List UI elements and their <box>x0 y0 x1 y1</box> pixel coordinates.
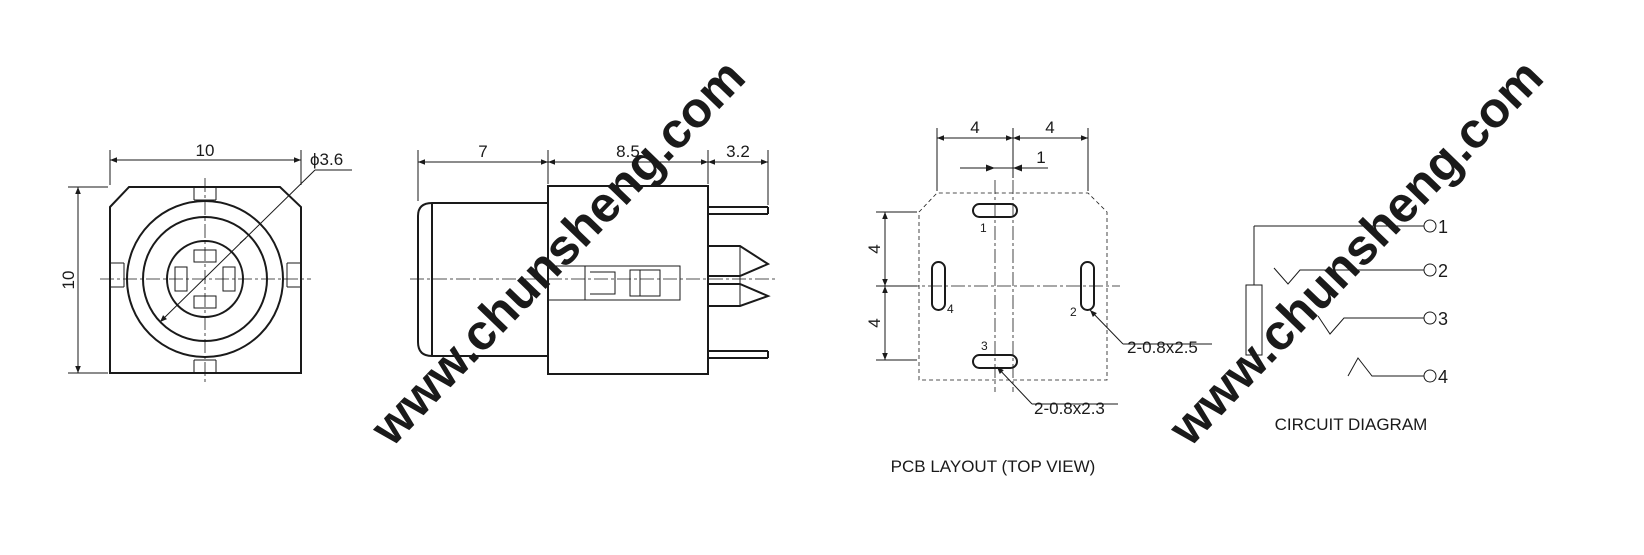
front-tab-bottom <box>193 359 217 373</box>
front-tab-left <box>110 262 125 288</box>
circuit-diagram: O1 O2 O3 O4 CIRCUIT DIAGRAM <box>1245 217 1448 434</box>
circuit-label-2: O2 <box>1424 261 1448 281</box>
pcb-dim-upper: 4 <box>865 244 884 253</box>
pcb-callout-bottom: 2-0.8x2.3 <box>1034 399 1105 418</box>
front-width-dim: 10 <box>196 141 215 160</box>
pcb-dim-right: 4 <box>1045 118 1054 137</box>
circuit-terminal-2 <box>1423 263 1437 277</box>
watermark-right: www.chunsheng.com <box>1157 48 1554 456</box>
circuit-contact-3 <box>1317 315 1424 335</box>
front-hole-leader <box>159 169 316 323</box>
pcb-layout: 1 2 3 4 4 4 1 4 4 2-0.8x2.5 2-0.8x2.3 PC… <box>865 118 1212 476</box>
side-dim-front: 7 <box>478 142 487 161</box>
pcb-dim-left: 4 <box>970 118 979 137</box>
pcb-pin-1: 1 <box>980 221 987 235</box>
front-body-outline <box>109 186 302 374</box>
front-tab-right <box>286 262 301 288</box>
circuit-terminal-3 <box>1423 311 1437 325</box>
pcb-pad-2 <box>1080 261 1095 311</box>
side-dim-rear: 8.5 <box>616 142 640 161</box>
side-pin-fork <box>708 245 771 307</box>
circuit-terminal-4 <box>1423 369 1437 383</box>
circuit-contact-2 <box>1273 267 1424 285</box>
circuit-label-4: O4 <box>1424 367 1448 387</box>
pcb-callout-bottom-leader <box>996 366 1033 405</box>
side-body <box>547 185 709 375</box>
pcb-dim-offset: 1 <box>1036 148 1045 167</box>
pcb-dim-lower: 4 <box>865 318 884 327</box>
pcb-callout-side: 2-0.8x2.5 <box>1127 338 1198 357</box>
pcb-pad-3 <box>972 354 1018 369</box>
side-pin-top <box>708 206 769 215</box>
pcb-pin-4: 4 <box>947 302 954 316</box>
pcb-pin-2: 2 <box>1070 305 1077 319</box>
front-height-dim: 10 <box>59 271 78 290</box>
pcb-callout-side-leader <box>1089 309 1124 345</box>
side-pin-bottom <box>708 350 769 359</box>
pcb-pad-1 <box>972 203 1018 218</box>
circuit-label-1: O1 <box>1424 217 1448 237</box>
side-dim-pins: 3.2 <box>726 142 750 161</box>
circuit-contact-4 <box>1347 357 1424 377</box>
pcb-outline <box>918 192 1108 381</box>
circuit-caption: CIRCUIT DIAGRAM <box>1275 415 1428 434</box>
circuit-terminal-1 <box>1423 219 1437 233</box>
pcb-pad-4 <box>931 261 946 311</box>
pcb-caption: PCB LAYOUT (TOP VIEW) <box>891 457 1096 476</box>
front-view: ϕ3.6 10 10 <box>59 141 352 383</box>
pcb-pin-3: 3 <box>981 339 988 353</box>
side-view: 7 8.5 3.2 <box>410 142 778 375</box>
front-hole-dim: ϕ3.6 <box>310 150 343 169</box>
circuit-label-3: O3 <box>1424 309 1448 329</box>
